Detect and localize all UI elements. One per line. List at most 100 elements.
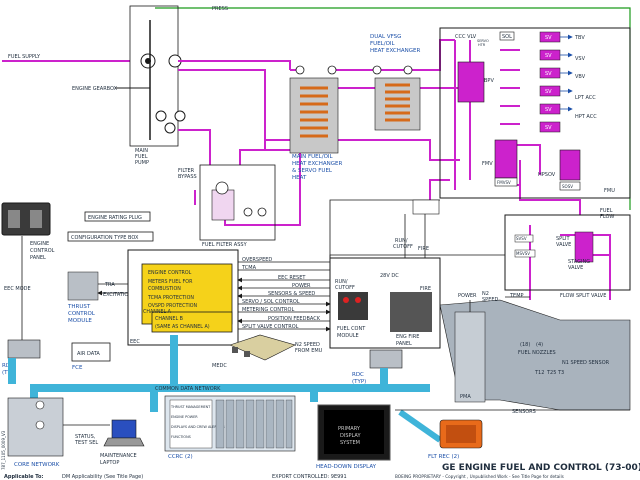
vfsg-heat-exchanger: DUAL VFSG FUEL/OIL HEAT EXCHANGER <box>370 34 420 131</box>
vfsg-label-3: HEAT EXCHANGER <box>370 48 420 54</box>
staging-valve-2: VALVE <box>568 265 583 271</box>
t3-label: T3 <box>557 370 564 376</box>
rdc-right: RDC (TYP) <box>352 349 403 385</box>
n1-speed-sensor-label: N1 SPEED SENSOR <box>562 360 610 366</box>
svsv-label: SVSV <box>516 236 527 241</box>
core-network-label: CORE NETWORK <box>14 462 60 468</box>
head-down-display-label: HEAD-DOWN DISPLAY <box>316 464 377 470</box>
ccrc-card-1: THRUST MANAGEMENT <box>170 405 211 409</box>
tra-label: TRA <box>104 282 115 288</box>
tcm-label-3: MODULE <box>68 318 92 324</box>
valve-vbv: VBV <box>575 74 586 80</box>
press-label: PRESS <box>212 6 228 12</box>
fmu-label: FMU <box>604 188 615 194</box>
cdn-label: COMMON DATA NETWORK <box>155 386 221 392</box>
sensors-line: SENSORS <box>395 409 630 415</box>
tcm-label-2: CONTROL <box>68 311 96 317</box>
ecp-label-1: ENGINE <box>30 241 49 247</box>
servo-htr-2: HTR <box>478 43 486 47</box>
run-cutoff-upper-1: RUN/ <box>395 238 408 244</box>
vfsg-label-1: DUAL VFSG <box>370 34 401 40</box>
nozzles-18: (18) <box>520 342 530 348</box>
run-cutoff-lower-1: RUN/ <box>335 279 348 285</box>
footer: Applicable To: DM Applicability (See Tit… <box>1 430 564 480</box>
sosv-label: SOSV <box>562 184 573 189</box>
fmvsv-label: FMVSV <box>497 180 511 185</box>
fuel-filter-assy: FILTER BYPASS FUEL FILTER ASSY <box>178 164 276 248</box>
sig-position-feedback: POSITION FEEDBACK <box>268 316 321 322</box>
n2-speed-1: N2 <box>482 291 489 297</box>
valve-vsv: VSV <box>575 56 586 62</box>
nozzles-4: (4) <box>536 342 543 348</box>
flow-split-valve: SVSV MSVSV SPLIT VALVE STAGING VALVE FLO… <box>504 214 631 299</box>
ecp-label-3: PANEL <box>30 255 46 261</box>
eec-item-1: ENGINE CONTROL <box>148 270 192 276</box>
flt-rec: FLT REC (2) <box>428 419 483 460</box>
sig-eec-reset: EEC RESET <box>278 275 306 281</box>
main-hx-label-1: MAIN FUEL/OIL <box>292 154 334 160</box>
n2-emu-2: FROM EMU <box>295 348 323 354</box>
sv-label-3: SV <box>545 71 552 77</box>
configuration-type-box-label: CONFIGURATION TYPE BOX <box>71 235 139 241</box>
primary-display-2: DISPLAY <box>340 433 361 439</box>
rdc-right-1: RDC <box>352 372 364 378</box>
eec-item-2: METERS FUEL FOR <box>148 279 193 285</box>
run-cutoff-upper-2: CUTOFF <box>393 244 413 250</box>
excitation-label: EXCITATION <box>103 292 132 298</box>
fuel-supply-label: FUEL SUPPLY <box>8 54 41 60</box>
sv-label-5: SV <box>545 107 552 113</box>
side-code: 787_1105_0009_V3 <box>1 430 6 470</box>
sig-split-valve: SPLIT VALVE CONTROL <box>242 324 299 330</box>
split-valve-2: VALVE <box>556 242 571 248</box>
main-fuel-pump-label-1: MAIN <box>135 148 148 154</box>
power-label: POWER <box>458 293 477 299</box>
v28dc-label: 28V DC <box>380 273 399 279</box>
t12-label: T12 <box>534 370 544 376</box>
air-data: AIR DATA FCE <box>71 342 111 371</box>
fuel-nozzles-label: FUEL NOZZLES <box>518 350 556 356</box>
eec-item-5: OVSPD PROTECTION <box>148 303 198 309</box>
maintenance-laptop: MAINTENANCE LAPTOP <box>100 419 145 466</box>
fuel-cont-1: FUEL CONT <box>337 326 366 332</box>
valve-outputs: TBV VSV VBV LPT ACC HPT ACC <box>560 34 597 120</box>
ecp-label-2: CONTROL <box>30 248 55 254</box>
eng-fire-2: PANEL <box>396 341 412 347</box>
flt-rec-label: FLT REC (2) <box>428 454 459 460</box>
engine-section: PMA POWER N2 SPEED TEMP (18) (4) FUEL NO… <box>439 291 631 411</box>
filter-bypass-label-2: BYPASS <box>178 174 197 180</box>
eng-fire-1: ENG FIRE <box>396 334 419 340</box>
sv-column: SV SV SV SV SV SV <box>539 31 561 133</box>
air-data-label: AIR DATA <box>77 351 100 357</box>
main-hx-label-2: HEAT EXCHANGER <box>292 161 342 167</box>
tcm-label-1: THRUST <box>67 304 91 310</box>
valve-tbv: TBV <box>574 35 585 41</box>
rdc-left: RDC (TYP) <box>2 339 41 376</box>
ccrc-card-3: DISPLAYS AND CREW ALERTING <box>171 425 225 429</box>
eec-label: EEC <box>130 339 140 345</box>
ccrc-card-4: FUNCTIONS <box>171 435 191 439</box>
channel-b-label-2: (SAME AS CHANNEL A) <box>155 324 210 330</box>
medc-label: MEDC <box>212 363 227 369</box>
engine-rating-plug-label: ENGINE RATING PLUG <box>88 215 142 221</box>
laptop-label-1: MAINTENANCE <box>100 453 137 459</box>
sv-label-4: SV <box>545 89 552 95</box>
diagram-title: GE ENGINE FUEL AND CONTROL (73-00) <box>442 463 640 473</box>
eec: ENGINE CONTROL METERS FUEL FOR COMBUSTIO… <box>127 249 239 346</box>
temp-label: TEMP <box>509 293 524 299</box>
applicable-rest: DM Applicability (See Title Page) <box>62 474 143 480</box>
main-heat-exchanger: MAIN FUEL/OIL HEAT EXCHANGER & SERVO FUE… <box>289 65 342 181</box>
sig-servo-sol: SERVO / SOL CONTROL <box>242 299 300 305</box>
applicable-label: Applicable To: <box>4 474 43 480</box>
vfsg-label-2: FUEL/OIL <box>370 41 396 47</box>
engine-gearbox-label: ENGINE GEARBOX <box>72 86 118 92</box>
sig-tcma: TCMA <box>241 265 257 271</box>
engine-gearbox: ENGINE GEARBOX <box>72 86 150 92</box>
sig-sensors-speed: SENSORS & SPEED <box>268 291 315 297</box>
engine-control-panel: ENGINE CONTROL PANEL EEC MODE <box>1 202 55 340</box>
sig-power: POWER <box>292 283 311 289</box>
filter-bypass-label-1: FILTER <box>178 168 195 174</box>
fire-upper-label: FIRE <box>418 246 429 252</box>
primary-display-1: PRIMARY <box>338 426 361 432</box>
main-fuel-pump-label-2: FUEL <box>135 154 148 160</box>
sv-label-1: SV <box>545 35 552 41</box>
